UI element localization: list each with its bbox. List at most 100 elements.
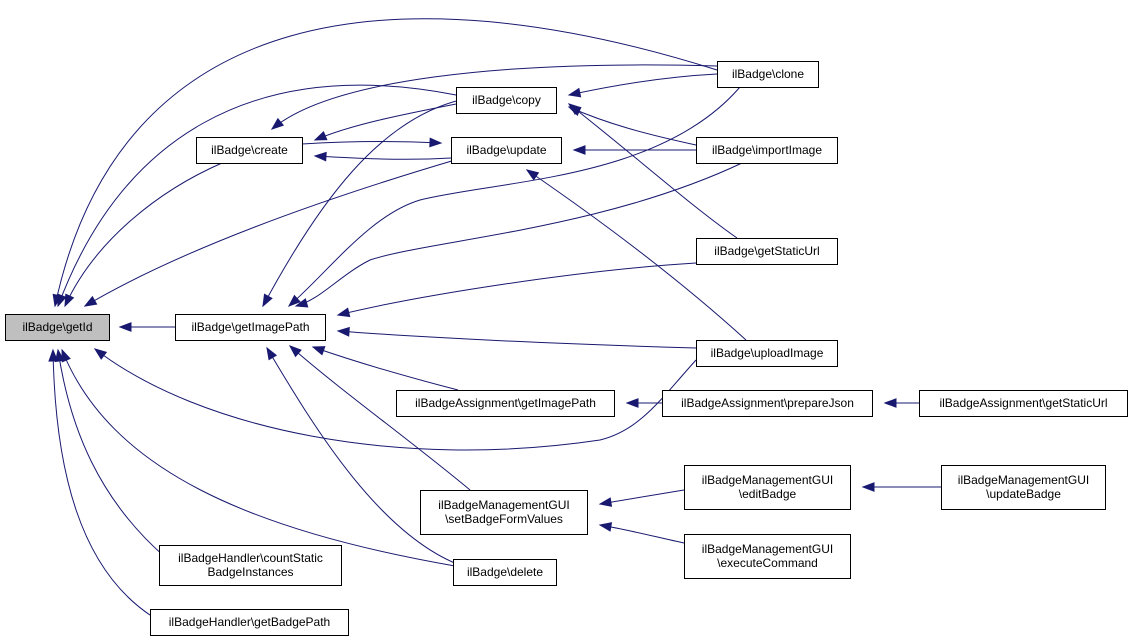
edges-layer	[48, 18, 941, 618]
edge-line	[64, 162, 223, 307]
arrowhead	[313, 131, 328, 141]
node-label: ilBadge\delete	[467, 565, 543, 579]
node-label: ilBadgeAssignment\getStaticUrl	[939, 396, 1107, 410]
arrowhead	[525, 169, 540, 181]
node-executeCommand[interactable]: ilBadgeManagementGUI\executeCommand	[684, 534, 851, 579]
node-copy[interactable]: ilBadge\copy	[456, 87, 557, 114]
edge-clone-to-getId	[52, 18, 718, 308]
node-box	[453, 559, 557, 586]
node-box	[717, 61, 819, 88]
arrowhead	[625, 398, 639, 408]
node-uploadImage[interactable]: ilBadge\uploadImage	[696, 340, 838, 367]
node-label: ilBadge\create	[211, 143, 288, 157]
edge-setBadgeFormValues-to-getImagePath	[288, 345, 471, 491]
edge-line	[526, 169, 747, 341]
edge-line	[54, 18, 718, 307]
node-getImagePath[interactable]: ilBadge\getImagePath	[175, 314, 326, 341]
node-label: ilBadge\getId	[22, 320, 92, 334]
edge-line	[568, 106, 697, 146]
node-getBadgePath[interactable]: ilBadgeHandler\getBadgePath	[150, 609, 349, 636]
edge-line	[61, 349, 456, 567]
edge-uploadImage-to-getId	[93, 348, 697, 451]
node-editBadge[interactable]: ilBadgeManagementGUI\editBadge	[684, 465, 851, 510]
node-label: ilBadgeHandler\countStatic	[178, 551, 323, 565]
edge-line	[288, 86, 741, 307]
edge-line	[599, 489, 685, 505]
node-label: ilBadgeManagementGUI	[702, 542, 833, 556]
node-create[interactable]: ilBadge\create	[196, 137, 303, 164]
node-label: ilBadgeAssignment\getImagePath	[415, 396, 596, 410]
node-label: ilBadge\getStaticUrl	[714, 244, 819, 258]
edge-countStatic-to-getId	[54, 348, 166, 558]
node-getStaticUrl[interactable]: ilBadge\getStaticUrl	[696, 238, 838, 265]
edge-importImage-to-update	[572, 145, 696, 155]
arrowhead	[861, 482, 875, 492]
edge-uploadImage-to-getImagePath	[336, 326, 697, 349]
arrowhead	[54, 348, 65, 363]
edge-getBadgePath-to-getId	[48, 348, 154, 618]
edge-delete-to-getImagePath	[266, 346, 469, 569]
node-label: ilBadgeManagementGUI	[702, 473, 833, 487]
node-box	[684, 534, 851, 579]
edge-line	[312, 346, 459, 391]
node-label: ilBadgeManagementGUI	[958, 473, 1089, 487]
node-label: ilBadge\importImage	[712, 143, 822, 157]
edge-line	[337, 330, 697, 349]
edge-line	[568, 73, 718, 96]
node-label: \executeCommand	[717, 556, 818, 570]
edge-assignGetImagePath-to-getImagePath	[311, 346, 459, 391]
arrowhead	[83, 295, 98, 307]
node-label: ilBadge\update	[466, 143, 546, 157]
edge-create-to-update	[301, 137, 443, 148]
node-setBadgeFormValues[interactable]: ilBadgeManagementGUI\setBadgeFormValues	[420, 490, 588, 535]
arrowhead	[336, 307, 351, 318]
arrowhead	[294, 298, 309, 308]
edge-update-to-getId	[83, 159, 456, 307]
edge-getStaticUrl-to-copy	[567, 103, 738, 239]
node-box	[396, 390, 615, 417]
edge-editBadge-to-setBadgeFormValues	[598, 489, 685, 507]
edge-importImage-to-copy	[567, 106, 697, 146]
arrowhead	[311, 346, 326, 356]
edge-line	[84, 159, 456, 307]
node-updateBadge[interactable]: ilBadgeManagementGUI\updateBadge	[941, 465, 1106, 510]
edge-line	[271, 64, 718, 130]
node-getId[interactable]: ilBadge\getId	[5, 314, 110, 341]
edge-line	[599, 524, 685, 544]
arrowhead	[572, 145, 586, 155]
edge-updateBadge-to-editBadge	[861, 482, 941, 492]
arrowhead	[64, 293, 75, 308]
node-prepareJson[interactable]: ilBadgeAssignment\prepareJson	[662, 390, 873, 417]
node-assignGetImagePath[interactable]: ilBadgeAssignment\getImagePath	[396, 390, 615, 417]
node-box	[696, 340, 838, 367]
edge-assignGetStaticUrl-to-prepareJson	[883, 398, 919, 408]
node-delete[interactable]: ilBadge\delete	[453, 559, 557, 586]
edge-importImage-to-getImagePath	[294, 162, 743, 308]
node-assignGetStaticUrl[interactable]: ilBadgeAssignment\getStaticUrl	[919, 390, 1128, 417]
node-update[interactable]: ilBadge\update	[451, 137, 562, 164]
node-label: ilBadgeHandler\getBadgePath	[169, 615, 330, 629]
arrowhead	[52, 293, 63, 308]
edge-line	[289, 345, 471, 491]
node-importImage[interactable]: ilBadge\importImage	[696, 137, 838, 164]
node-label: ilBadge\copy	[472, 93, 541, 107]
arrowhead	[266, 346, 278, 361]
edge-line	[266, 347, 469, 569]
edge-line	[57, 84, 457, 307]
arrowhead	[287, 294, 301, 307]
node-label: ilBadgeManagementGUI	[438, 498, 569, 512]
arrowhead	[288, 345, 302, 358]
edge-line	[314, 103, 457, 141]
node-clone[interactable]: ilBadge\clone	[717, 61, 819, 88]
edge-line	[301, 141, 442, 145]
node-box	[150, 609, 349, 636]
arrowhead	[313, 151, 327, 162]
arrowhead	[567, 103, 582, 115]
node-box	[662, 390, 873, 417]
arrowhead	[598, 522, 613, 532]
node-box	[420, 490, 588, 535]
edge-line	[57, 349, 166, 558]
arrowhead	[883, 398, 897, 408]
